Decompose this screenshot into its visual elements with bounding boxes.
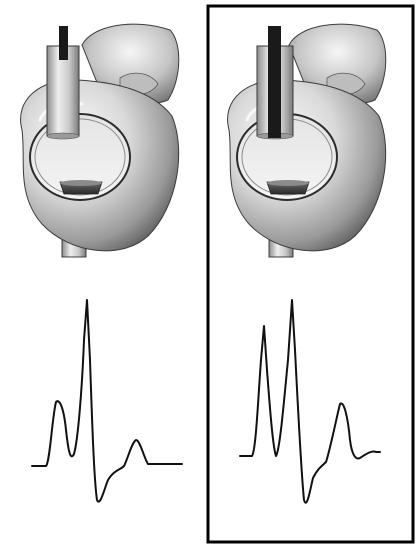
catheter-thick bbox=[268, 26, 281, 138]
ecg-trace-right bbox=[240, 300, 380, 503]
right-panel bbox=[228, 24, 386, 503]
catheter-thin bbox=[59, 26, 68, 60]
heart-illustration-left bbox=[21, 24, 179, 257]
ecg-trace-left bbox=[32, 300, 182, 502]
heart-illustration-right bbox=[228, 24, 386, 257]
left-panel bbox=[21, 24, 182, 502]
